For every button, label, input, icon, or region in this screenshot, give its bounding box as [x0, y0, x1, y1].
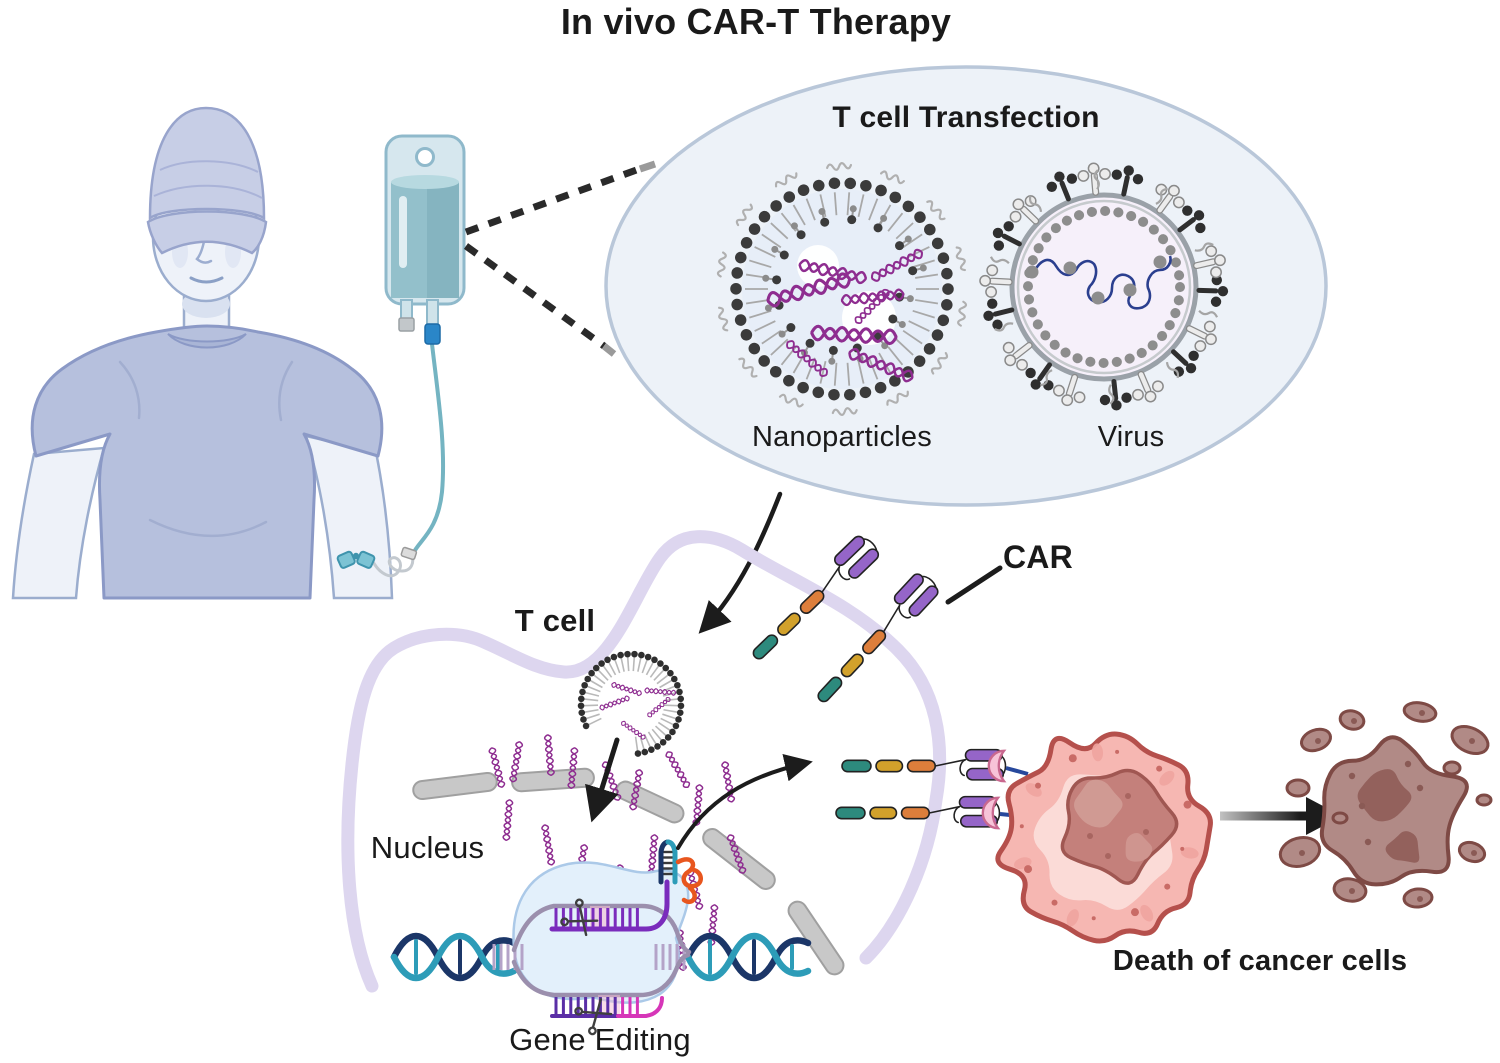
beanie-folds [153, 160, 263, 199]
dead-cancer-cell [1278, 701, 1493, 909]
dna-helix-left [394, 936, 514, 978]
patient-shirt [30, 324, 384, 600]
capsid-dot-ring [1023, 206, 1185, 368]
arrow-transfection-to-cell [698, 491, 783, 634]
shirt-folds [118, 360, 294, 538]
car-pointer-line [945, 565, 1003, 605]
lipid-nanoparticle [715, 160, 969, 418]
cancer-cell [995, 731, 1213, 944]
car-receptors-engaged [835, 748, 1029, 830]
gene-editing-complex [394, 839, 808, 1037]
callout-heading: T cell Transfection [832, 101, 1100, 134]
nanoparticles-label: Nanoparticles [752, 421, 932, 453]
t-cell [341, 530, 947, 1037]
iv-bag [336, 134, 466, 578]
patient-left-arm [11, 446, 106, 600]
death-of-cancer-cells-label: Death of cancer cells [1112, 945, 1408, 977]
nuclear-envelope-segments [412, 767, 845, 976]
magnifier-dashed-lines [463, 160, 657, 357]
sgRNA-hairpin [658, 839, 678, 885]
car-receptor [841, 748, 1007, 781]
iv-coil-tubing [370, 555, 415, 578]
bag-highlight [399, 196, 407, 268]
tube-connector [400, 546, 418, 561]
t-cell-membrane [341, 530, 947, 993]
scaffold-rna [675, 857, 703, 905]
car-receptor [742, 530, 884, 668]
arrow-mrna-to-nucleus [585, 737, 620, 823]
bag-port-right [426, 299, 439, 327]
mouth [189, 276, 224, 284]
t-cell-label: T cell [514, 603, 596, 638]
patient-figure [11, 106, 394, 600]
diagram-title: In vivo CAR-T Therapy [560, 1, 952, 42]
nucleoproteins [1025, 255, 1167, 305]
tube-clamp [424, 323, 441, 345]
shirt-collar [167, 333, 247, 349]
iv-tube [412, 343, 446, 554]
port-cap [398, 317, 415, 332]
bag-port-left [400, 299, 413, 321]
virus-particle [979, 162, 1229, 411]
patient-beanie [148, 106, 266, 221]
antigen-link [999, 812, 1011, 817]
iv-catheter [336, 550, 376, 569]
unwound-dna-bottom [511, 952, 691, 998]
car-receptor [835, 795, 1001, 828]
unwound-dna-top [511, 903, 692, 955]
guide-rna-ladder [554, 908, 639, 929]
dna-helix-right [688, 936, 808, 978]
virus-label: Virus [1097, 421, 1165, 453]
lipid-head-ring [730, 177, 954, 401]
nucleus-label: Nucleus [370, 830, 485, 865]
arrow-car-to-surface [676, 753, 813, 850]
opened-nanoparticle [577, 650, 685, 757]
patient-right-arm [304, 434, 394, 600]
antigen-link [1005, 766, 1029, 776]
car-label: CAR [1003, 539, 1073, 575]
bag-hanger-hole [415, 147, 435, 167]
gene-editing-label: Gene Editing [509, 1022, 691, 1057]
